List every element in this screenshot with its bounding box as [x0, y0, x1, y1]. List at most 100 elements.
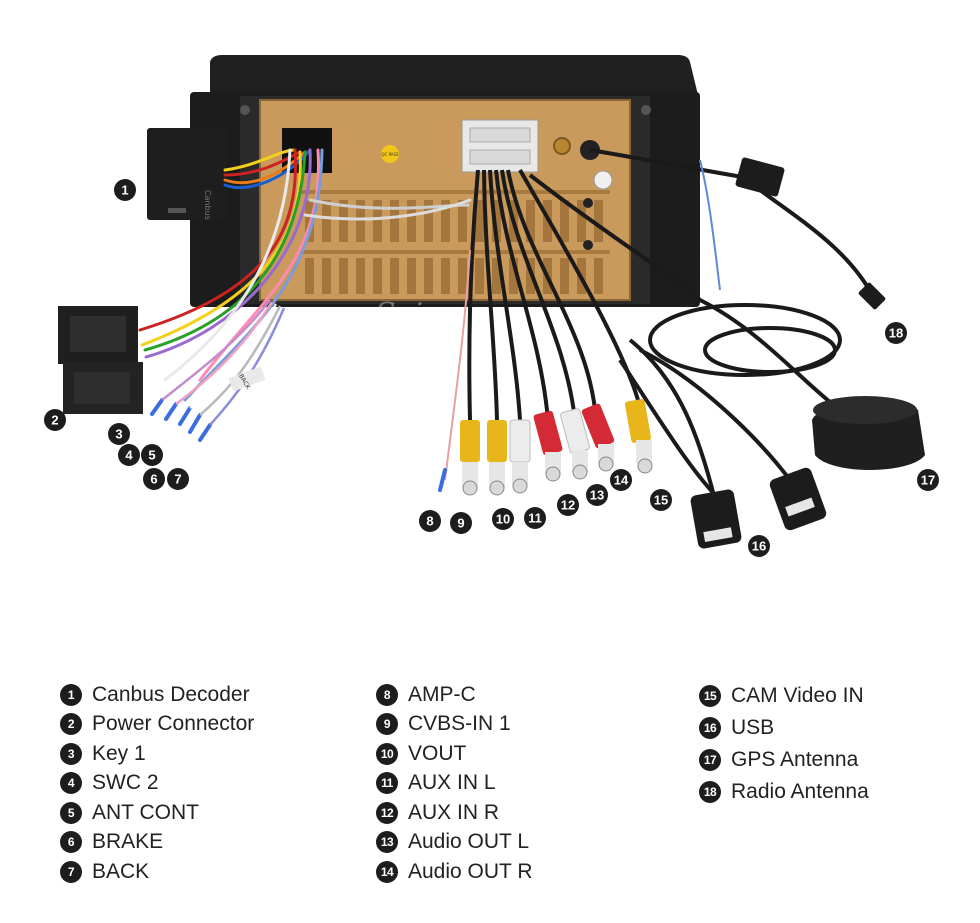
legend-number-badge: 4 [60, 772, 82, 795]
legend-label: AUX IN L [408, 771, 496, 795]
callout-8 [419, 510, 441, 532]
legend-item: 2 Power Connector [60, 710, 254, 740]
legend-number-badge: 5 [60, 801, 82, 824]
legend-number-badge: 3 [60, 742, 82, 765]
callout-11-label: 11 [528, 511, 542, 526]
callout-12 [557, 494, 579, 516]
legend-label: AMP-C [408, 682, 476, 706]
rca-plug-cvbs [460, 420, 480, 496]
callout-4-label: 4 [125, 448, 133, 463]
callout-4 [118, 444, 140, 466]
wiring-harness-illustration: QC PASS Seicane Canbus [44, 55, 939, 557]
callout-15 [650, 489, 672, 511]
legend-item: 7 BACK [60, 857, 254, 887]
callout-9-label: 9 [457, 516, 464, 531]
legend-label: BACK [92, 859, 150, 883]
legend-label: Radio Antenna [731, 780, 869, 803]
canbus-decoder-box: Canbus [147, 128, 227, 220]
callout-10 [492, 508, 514, 530]
callout-2-label: 2 [51, 413, 58, 428]
callout-11 [524, 507, 546, 529]
legend-number-badge: 12 [376, 801, 398, 824]
callout-1 [114, 179, 136, 201]
rca-plug-cam [624, 399, 653, 474]
legend-item: 8 AMP-C [376, 680, 533, 710]
legend-item: 14 Audio OUT R [376, 857, 533, 887]
rca-cables [444, 169, 640, 481]
callout-14-label: 14 [614, 473, 629, 488]
legend-number-badge: 8 [376, 683, 398, 706]
legend-label: Audio OUT R [408, 859, 533, 883]
callout-3 [108, 423, 130, 445]
legend-number-badge: 9 [376, 713, 398, 736]
callout-5 [141, 444, 163, 466]
brand-watermark: Seicane [375, 297, 495, 332]
legend-label: USB [731, 716, 775, 739]
canbus-box-label: Canbus [203, 190, 212, 220]
legend-number-badge: 6 [60, 831, 82, 854]
rca-plug-white-1 [509, 419, 531, 494]
legend-item: 11 AUX IN L [376, 769, 533, 799]
legend-item: 3 Key 1 [60, 739, 254, 769]
legend-item: 9 CVBS-IN 1 [376, 710, 533, 740]
legend-number-badge: 2 [60, 713, 82, 736]
legend-label: Key 1 [92, 741, 146, 765]
legend-label: CVBS-IN 1 [408, 712, 511, 736]
callout-18 [885, 322, 907, 344]
callout-17-label: 17 [921, 473, 935, 488]
qc-sticker-text: QC PASS [381, 152, 399, 157]
callout-7 [167, 468, 189, 490]
power-connector-block [58, 306, 143, 414]
callout-5-label: 5 [148, 448, 155, 463]
usb-plug-1 [690, 489, 742, 549]
legend-item: 17 GPS Antenna [699, 744, 869, 776]
legend-number-badge: 14 [376, 860, 398, 883]
legend-number-badge: 15 [699, 685, 721, 707]
legend-number-badge: 16 [699, 717, 721, 739]
legend-number-badge: 18 [699, 781, 721, 803]
legend-number-badge: 17 [699, 749, 721, 771]
legend-label: SWC 2 [92, 771, 159, 795]
legend-label: ANT CONT [92, 800, 199, 824]
legend-item: 13 Audio OUT L [376, 828, 533, 858]
callout-8-label: 8 [426, 514, 433, 529]
legend-column-1: 1 Canbus Decoder 2 Power Connector 3 Key 1 4 SW… [60, 680, 254, 887]
rca-plug-white-2 [560, 408, 590, 480]
legend-number-badge: 7 [60, 860, 82, 883]
legend-label: Canbus Decoder [92, 682, 250, 706]
legend-item: 5 ANT CONT [60, 798, 254, 828]
rca-plug-yellow-2 [487, 420, 507, 496]
legend-label: Audio OUT L [408, 830, 530, 854]
callout-7-label: 7 [174, 472, 181, 487]
legend-item: 16 USB [699, 712, 869, 744]
callout-6-label: 6 [150, 472, 157, 487]
legend-number-badge: 1 [60, 683, 82, 706]
main-wire-bundle [138, 148, 472, 402]
callout-10-label: 10 [496, 512, 510, 527]
legend-item: 1 Canbus Decoder [60, 680, 254, 710]
callout-12-label: 12 [561, 498, 575, 513]
antenna-and-usb-cables [528, 148, 877, 502]
legend-number-badge: 13 [376, 831, 398, 854]
legend-label: GPS Antenna [731, 748, 859, 771]
legend-label: Power Connector [92, 712, 255, 736]
legend-item: 4 SWC 2 [60, 769, 254, 799]
callout-17 [917, 469, 939, 491]
callout-6 [143, 468, 165, 490]
legend-label: VOUT [408, 741, 467, 765]
callout-16 [748, 535, 770, 557]
callout-14 [610, 469, 632, 491]
legend-number-badge: 11 [376, 772, 398, 795]
gps-antenna-puck [812, 396, 925, 470]
callout-1-label: 1 [121, 183, 128, 198]
legend-item: 18 Radio Antenna [699, 776, 869, 808]
callout-2 [44, 409, 66, 431]
callout-13-label: 13 [590, 488, 604, 503]
